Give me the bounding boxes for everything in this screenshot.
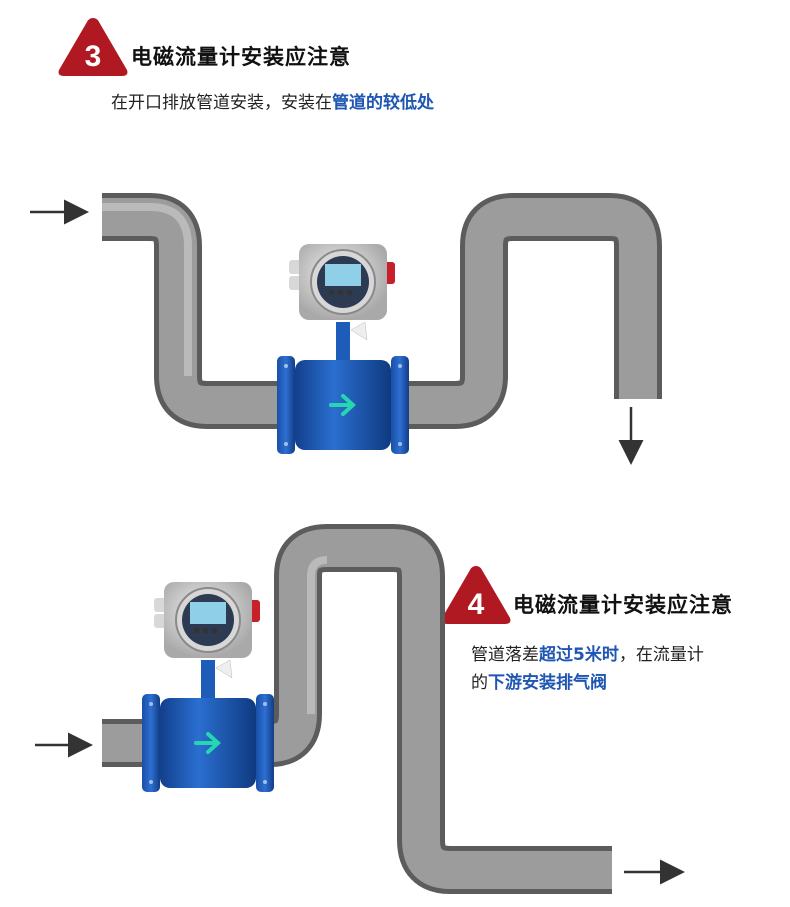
section4-description: 管道落差超过5米时，在流量计 的下游安装排气阀 [471,641,704,697]
section4-line2-highlight: 下游安装排气阀 [488,673,607,693]
section3-description: 在开口排放管道安装，安装在管道的较低处 [111,89,434,117]
section4-number: 4 [467,588,485,621]
warning-triangle-icon [58,18,128,76]
warning-triangle-icon [441,566,511,624]
section4-line1-highlight: 超过5米时 [539,645,619,665]
section4-line2-plain: 的 [471,673,488,693]
section3-badge: 3 [56,14,130,78]
diagram3-pipeline [102,193,662,429]
section4-line1-plain: 管道落差 [471,645,539,665]
section4-line2: 的下游安装排气阀 [471,669,704,697]
section4-badge: 4 [439,562,513,626]
section4-line1-tail: ，在流量计 [618,645,704,665]
diagram3-flow-meter [275,242,411,456]
section3-number: 3 [84,40,102,73]
section3-desc-highlight: 管道的较低处 [332,93,434,113]
section4-title: 电磁流量计安装应注意 [513,593,733,617]
section4-line1: 管道落差超过5米时，在流量计 [471,641,704,669]
diagram4-pipeline [102,524,612,894]
section3-desc-plain: 在开口排放管道安装，安装在 [111,93,332,113]
diagram4-flow-meter [140,580,276,794]
section3-title: 电磁流量计安装应注意 [131,45,351,69]
